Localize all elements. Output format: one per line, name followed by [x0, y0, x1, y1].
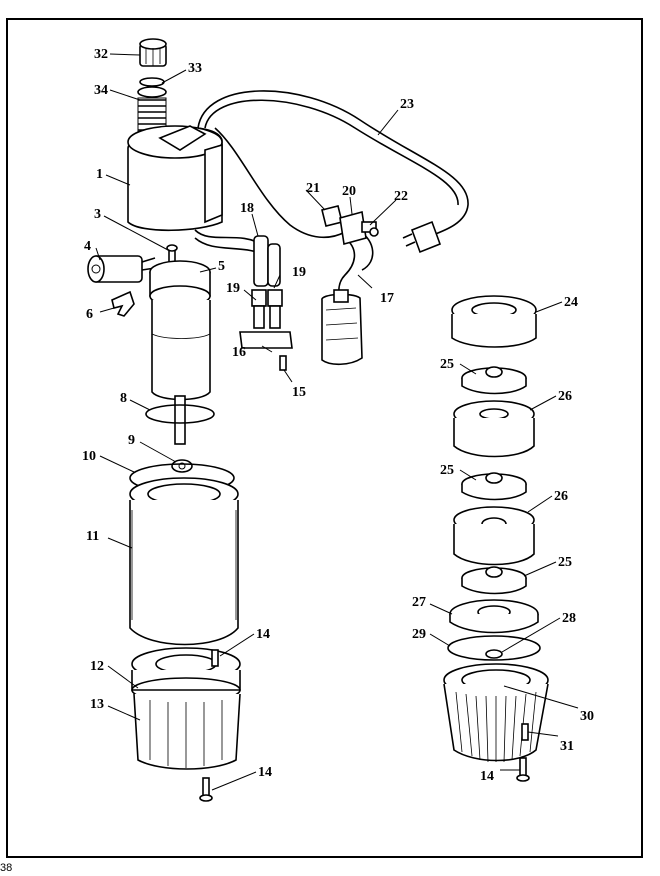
label-22: 22: [394, 189, 408, 204]
capacitor-4: [87, 255, 156, 283]
label-17: 17: [380, 291, 394, 306]
spring-34: [137, 77, 167, 135]
label-24: 24: [564, 295, 578, 310]
o-ring-8: [145, 404, 215, 424]
clip-6: [111, 290, 135, 317]
screw-14-right: [516, 757, 530, 782]
stator-housing-11: [129, 477, 239, 646]
label-19-left: 19: [226, 281, 240, 296]
label-19-right: 19: [292, 265, 306, 280]
plug: [402, 220, 442, 254]
nut-32: [139, 38, 167, 67]
page-number: 38: [0, 862, 13, 874]
bearing-9: [171, 459, 193, 473]
diffuser-26-mid: [453, 506, 535, 566]
label-25-top: 25: [440, 357, 454, 372]
label-14-right: 14: [480, 769, 494, 784]
label-14-mid: 14: [256, 627, 270, 642]
label-26-top: 26: [558, 389, 572, 404]
motor-5: [149, 260, 211, 445]
motor-housing-1: [127, 125, 223, 232]
screw-14-bottom: [199, 777, 213, 802]
label-1: 1: [96, 167, 103, 182]
label-34: 34: [94, 83, 108, 98]
impeller-25-top: [461, 366, 527, 395]
strainer-31: [443, 663, 549, 763]
label-8: 8: [120, 391, 127, 406]
label-21: 21: [306, 181, 320, 196]
label-14-bottom: 14: [258, 765, 272, 780]
impeller-25-bottom: [461, 566, 527, 595]
plate-27: [449, 599, 539, 634]
label-10: 10: [82, 449, 96, 464]
label-9: 9: [128, 433, 135, 448]
cable-switch: [321, 205, 379, 246]
label-25-mid: 25: [440, 463, 454, 478]
diffuser-26-top: [453, 400, 535, 458]
label-32: 32: [94, 47, 108, 62]
label-27: 27: [412, 595, 426, 610]
label-11: 11: [86, 529, 99, 544]
leader-lines: [95, 53, 579, 791]
label-5: 5: [218, 259, 225, 274]
o-ring-29: [447, 635, 541, 661]
diagram-frame: [6, 18, 643, 858]
float-switch: [321, 289, 363, 366]
label-4: 4: [84, 239, 91, 254]
label-29: 29: [412, 627, 426, 642]
label-30: 30: [580, 709, 594, 724]
label-15: 15: [292, 385, 306, 400]
label-25-bottom: 25: [558, 555, 572, 570]
pump-stage-24: [451, 295, 537, 348]
washer-28: [485, 649, 503, 659]
pump-base-13: [131, 647, 241, 770]
part-labels: 32 33 34 23 1 21 20 22 18 3 4 5 19 19 17…: [82, 47, 594, 784]
terminal-block-16: [239, 235, 293, 371]
label-20: 20: [342, 184, 356, 199]
label-6: 6: [86, 307, 93, 322]
label-13: 13: [90, 697, 104, 712]
label-18: 18: [240, 201, 254, 216]
cables: [194, 90, 469, 301]
label-28: 28: [562, 611, 576, 626]
label-26-mid: 26: [554, 489, 568, 504]
label-12: 12: [90, 659, 104, 674]
label-16: 16: [232, 345, 246, 360]
label-23: 23: [400, 97, 414, 112]
label-31: 31: [560, 739, 574, 754]
impeller-25-mid: [461, 472, 527, 501]
label-3: 3: [94, 207, 101, 222]
label-33: 33: [188, 61, 202, 76]
